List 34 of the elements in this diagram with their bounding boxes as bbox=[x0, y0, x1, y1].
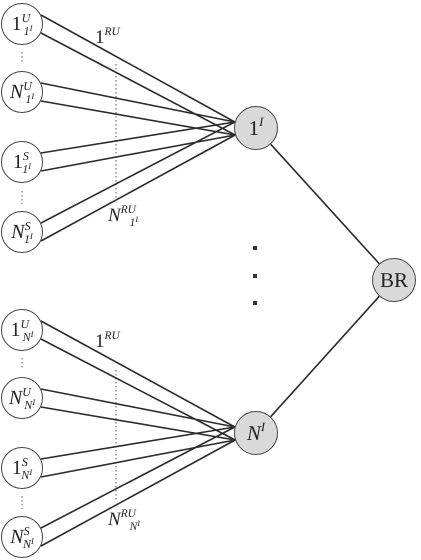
node-circle bbox=[372, 258, 416, 302]
connector-line bbox=[40, 320, 236, 428]
connector-line bbox=[40, 32, 236, 136]
connector-line bbox=[40, 388, 235, 428]
node-circle bbox=[1, 377, 43, 419]
connector-line bbox=[40, 100, 236, 136]
node-circle bbox=[1, 3, 43, 45]
node-label: 1$^{I}$ bbox=[248, 118, 264, 138]
node-label: BR bbox=[380, 270, 408, 290]
connector-line bbox=[40, 426, 235, 460]
link-label: 1$^{RU}$ bbox=[95, 28, 120, 47]
connector-line bbox=[40, 338, 236, 441]
connector-line bbox=[40, 121, 235, 154]
connector-line bbox=[40, 426, 236, 529]
connector-line bbox=[40, 134, 236, 242]
connector-line bbox=[40, 82, 235, 123]
node-circle bbox=[1, 211, 43, 253]
node-circle bbox=[1, 516, 43, 558]
connector-line bbox=[40, 121, 236, 224]
connector-line bbox=[40, 14, 236, 123]
node-label: N$^{I}$ bbox=[246, 422, 266, 444]
node-circle bbox=[1, 309, 43, 351]
connector-line bbox=[270, 296, 380, 418]
node-circle bbox=[1, 71, 43, 113]
connector-line bbox=[40, 439, 236, 478]
connector-line bbox=[40, 439, 236, 547]
connector-line bbox=[40, 406, 236, 441]
node-circle bbox=[234, 106, 278, 150]
node-circle bbox=[1, 141, 43, 183]
node-circle bbox=[234, 411, 278, 455]
connector-line bbox=[40, 134, 236, 172]
link-label: 1$^{RU}$ bbox=[95, 332, 120, 351]
connector-line bbox=[270, 144, 380, 264]
node-circle bbox=[1, 447, 43, 489]
